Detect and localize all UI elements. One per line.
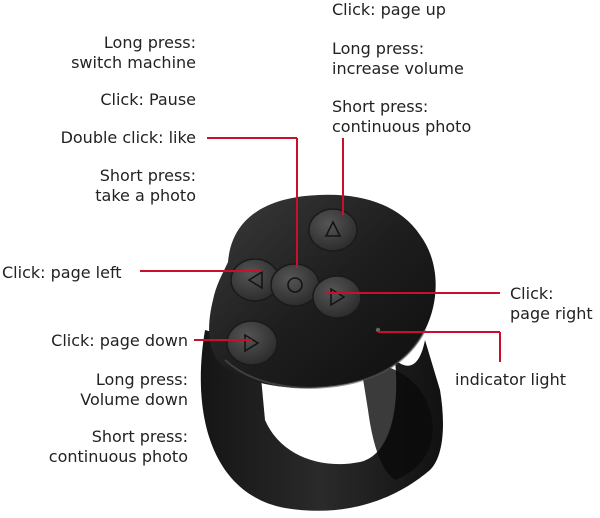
triangle-up-icon xyxy=(324,220,342,237)
label-click-page-left: Click: page left xyxy=(2,263,122,282)
label-click-page-down: Click: page down xyxy=(51,331,188,350)
label-click-page-right: Click: page right xyxy=(510,284,593,323)
right-button[interactable] xyxy=(312,275,362,319)
label-click-pause: Click: Pause xyxy=(100,90,196,109)
label-long-press-switch-machine: Long press: switch machine xyxy=(71,33,196,72)
label-click-page-up: Click: page up xyxy=(332,0,446,19)
circle-icon xyxy=(287,277,303,293)
ring-band xyxy=(200,330,443,511)
label-short-press-take-photo: Short press: take a photo xyxy=(95,166,196,205)
ring-band-inner xyxy=(360,360,433,480)
label-indicator-light: indicator light xyxy=(455,370,566,389)
ring-rim xyxy=(224,329,426,389)
label-double-click-like: Double click: like xyxy=(60,128,196,147)
label-short-press-continuous-photo-bottom: Short press: continuous photo xyxy=(48,427,188,466)
label-long-press-increase-volume: Long press: increase volume xyxy=(332,39,464,78)
label-short-press-continuous-photo-top: Short press: continuous photo xyxy=(332,97,472,136)
up-button[interactable] xyxy=(308,208,358,252)
triangle-left-icon xyxy=(247,270,263,290)
label-long-press-volume-down: Long press: Volume down xyxy=(80,370,188,409)
